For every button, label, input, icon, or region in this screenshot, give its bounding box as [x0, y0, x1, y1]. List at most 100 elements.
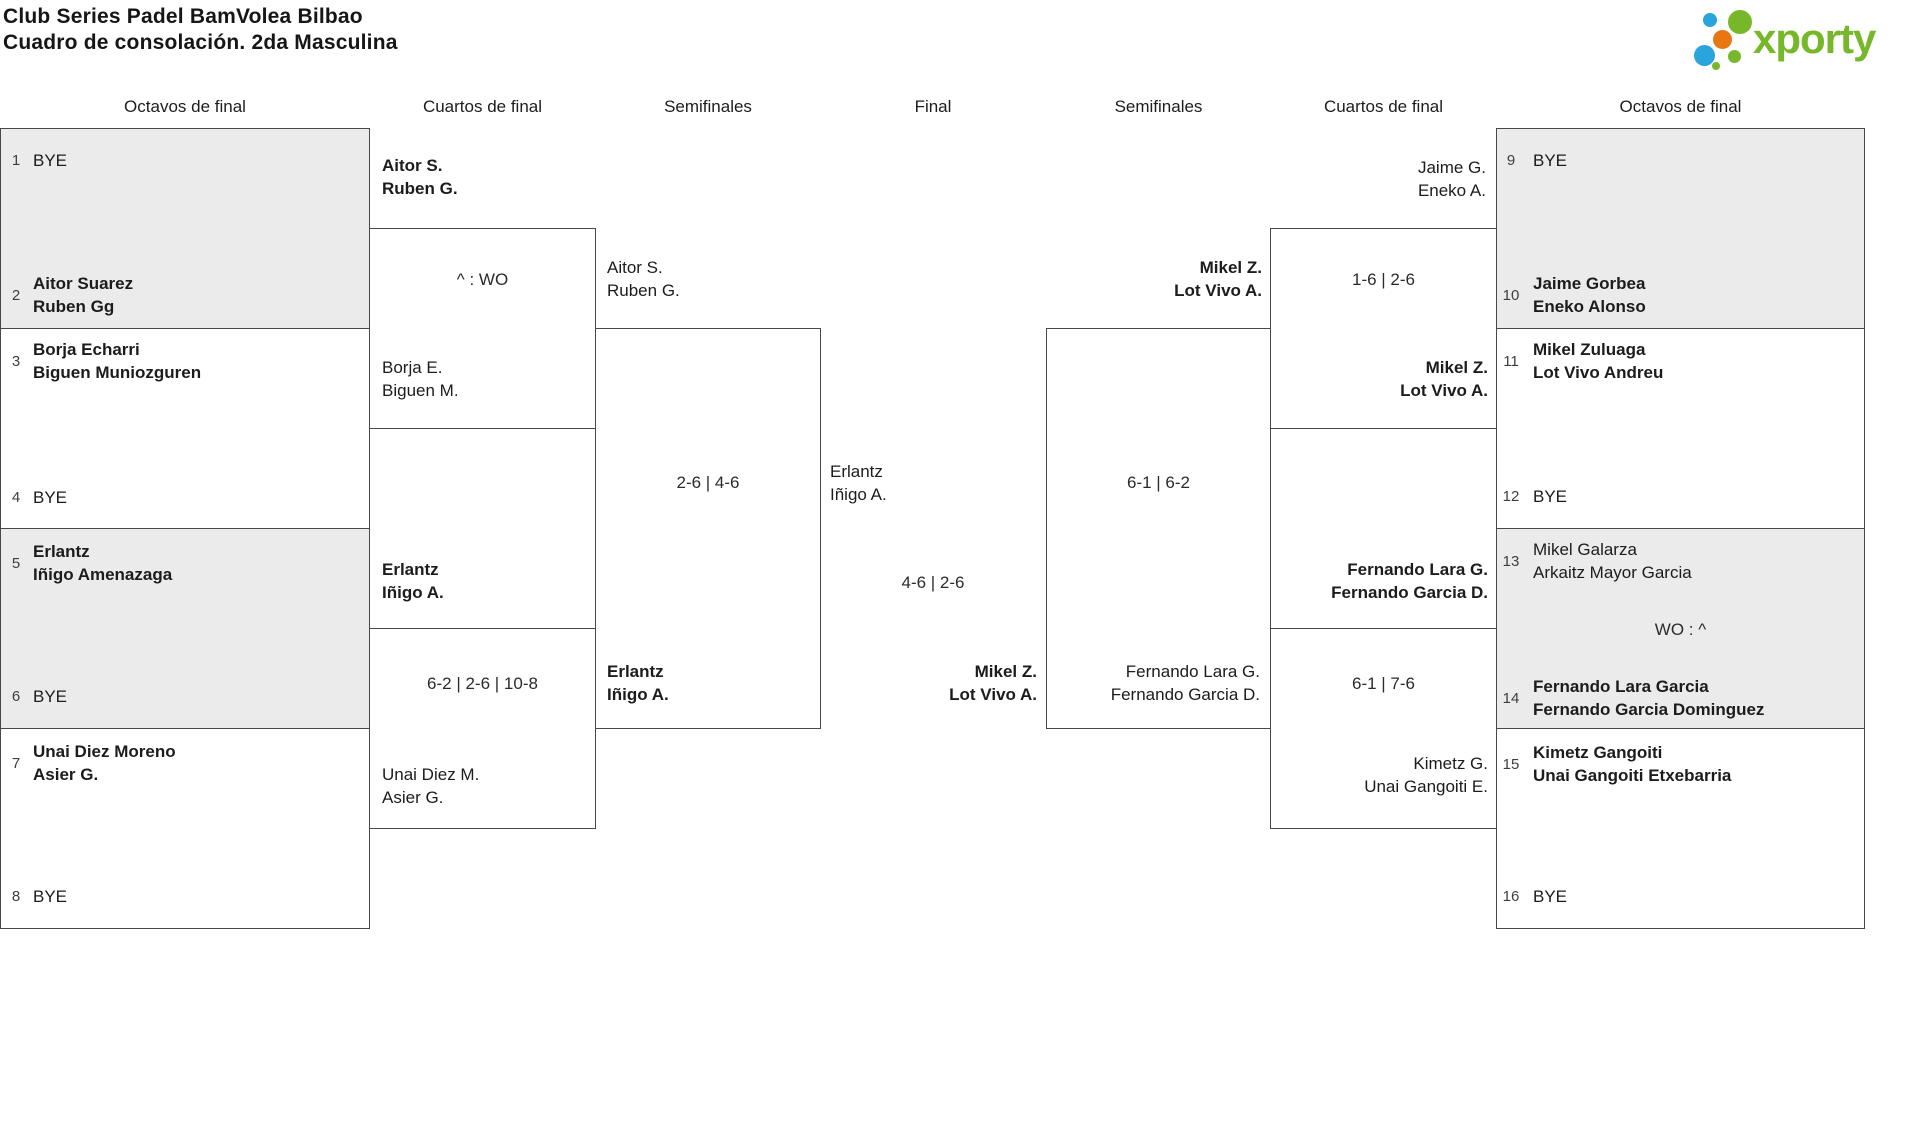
player-1: Erlantz	[382, 560, 439, 579]
player-1: Mikel Z.	[1199, 258, 1262, 277]
seed-number: 4	[11, 489, 21, 506]
semifinal-box-right	[1046, 328, 1271, 729]
octavos-box-9-10	[1496, 128, 1865, 329]
player-2: Iñigo A.	[382, 583, 444, 602]
round-header-right-cuartos: Cuartos de final	[1323, 97, 1444, 116]
participant-label-final-b: Mikel Z. Lot Vivo A.	[949, 660, 1037, 706]
octavos-box-5-6	[0, 528, 370, 729]
logo-dot-blue-large	[1694, 45, 1715, 66]
participant-label-qf-right-top-b: Mikel Z. Lot Vivo A.	[1400, 356, 1488, 402]
player-2: Arkaitz Mayor Garcia	[1533, 563, 1692, 582]
team-names: BYE	[1533, 885, 1567, 908]
seed-number: 2	[11, 286, 21, 304]
tournament-title: Club Series Padel BamVolea Bilbao	[3, 5, 363, 28]
player-2: Lot Vivo Andreu	[1533, 363, 1664, 382]
semifinal-box-left	[595, 328, 821, 729]
match-score-qf-left-bottom: 6-2 | 2-6 | 10-8	[427, 674, 538, 693]
player-2: Fernando Garcia D.	[1110, 685, 1260, 704]
seed-number: 12	[1502, 488, 1520, 505]
seed-number: 3	[11, 352, 21, 370]
player-1: Jaime G.	[1417, 158, 1486, 177]
seed-number: 5	[11, 554, 21, 572]
participant-label-qf-right-top-a: Jaime G. Eneko A.	[1418, 156, 1486, 202]
bracket-entry-7: 7 Unai Diez Moreno Asier G.	[4, 740, 176, 786]
seed-number: 15	[1502, 755, 1520, 773]
team-names: Aitor Suarez Ruben Gg	[33, 272, 133, 318]
player-2: Eneko Alonso	[1533, 297, 1646, 316]
participant-label-sf-left-b: Erlantz Iñigo A.	[607, 660, 669, 706]
page-title: Club Series Padel BamVolea Bilbao Cuadro…	[3, 4, 398, 56]
team-names: Unai Diez Moreno Asier G.	[33, 740, 176, 786]
bracket-entry-10: 10 Jaime Gorbea Eneko Alonso	[1498, 272, 1646, 318]
player-1: Kimetz Gangoiti	[1533, 743, 1663, 762]
player-1: Mikel Z.	[974, 662, 1037, 681]
match-score-qf-left-top: ^ : WO	[456, 270, 509, 289]
bracket-entry-11: 11 Mikel Zuluaga Lot Vivo Andreu	[1498, 338, 1663, 384]
participant-label-qf-left-top-a: Aitor S. Ruben G.	[382, 154, 458, 200]
player-1: Erlantz	[33, 542, 90, 561]
bracket-entry-16: 16 BYE	[1498, 885, 1567, 908]
match-score-qf-right-top: 1-6 | 2-6	[1351, 270, 1415, 289]
team-names: Jaime Gorbea Eneko Alonso	[1533, 272, 1646, 318]
match-score-sf-left: 2-6 | 4-6	[676, 473, 740, 492]
player-1: Kimetz G.	[1413, 754, 1488, 773]
team-names: BYE	[1533, 485, 1567, 508]
player-1: BYE	[33, 488, 68, 507]
participant-label-sf-left-a: Aitor S. Ruben G.	[607, 256, 680, 302]
player-2: Ruben G.	[382, 179, 458, 198]
player-2: Fernando Garcia D.	[1331, 583, 1488, 602]
player-2: Biguen Muniozguren	[33, 363, 202, 382]
participant-label-final-a: Erlantz Iñigo A.	[830, 460, 887, 506]
player-1: Jaime Gorbea	[1533, 274, 1646, 293]
player-1: Aitor Suarez	[33, 274, 134, 293]
bracket-entry-9: 9 BYE	[1498, 149, 1567, 172]
seed-number: 13	[1502, 552, 1520, 570]
bracket-entry-1: 1 BYE	[4, 149, 67, 172]
player-1: BYE	[33, 687, 68, 706]
player-2: Iñigo A.	[830, 485, 887, 504]
team-names: BYE	[33, 149, 67, 172]
player-1: Borja Echarri	[33, 340, 140, 359]
round-header-left-cuartos: Cuartos de final	[422, 97, 543, 116]
player-1: BYE	[1533, 151, 1568, 170]
octavos-box-13-14	[1496, 528, 1865, 729]
player-2: Asier G.	[33, 765, 99, 784]
player-2: Lot Vivo A.	[1174, 281, 1262, 300]
team-names: Fernando Lara Garcia Fernando Garcia Dom…	[1533, 675, 1764, 721]
quarterfinal-box-right-bottom	[1270, 628, 1497, 829]
player-2: Fernando Garcia Dominguez	[1533, 700, 1765, 719]
logo-wordmark: xporty	[1753, 15, 1876, 62]
player-1: Erlantz	[830, 462, 883, 481]
bracket-entry-13: 13 Mikel Galarza Arkaitz Mayor Garcia	[1498, 538, 1692, 584]
bracket-entry-5: 5 Erlantz Iñigo Amenazaga	[4, 540, 172, 586]
round-header-final: Final	[914, 97, 952, 116]
round-header-right-semis: Semifinales	[1114, 97, 1203, 116]
team-names: Kimetz Gangoiti Unai Gangoiti Etxebarria	[1533, 741, 1731, 787]
player-2: Asier G.	[382, 788, 444, 807]
player-1: Mikel Z.	[1425, 358, 1488, 377]
team-names: BYE	[1533, 149, 1567, 172]
bracket-entry-4: 4 BYE	[4, 486, 67, 509]
player-1: Borja E.	[382, 358, 443, 377]
participant-label-qf-left-top-b: Borja E. Biguen M.	[382, 356, 459, 402]
player-1: Mikel Galarza	[1533, 540, 1637, 559]
player-1: Fernando Lara G.	[1125, 662, 1260, 681]
bracket-entry-2: 2 Aitor Suarez Ruben Gg	[4, 272, 133, 318]
player-2: Lot Vivo A.	[949, 685, 1037, 704]
match-score-final: 4-6 | 2-6	[901, 573, 965, 592]
player-1: Aitor S.	[607, 258, 663, 277]
seed-number: 10	[1502, 286, 1520, 304]
participant-label-sf-right-b: Fernando Lara G. Fernando Garcia D.	[1111, 660, 1260, 706]
seed-number: 14	[1502, 689, 1520, 707]
logo-dot-blue-small	[1703, 13, 1717, 27]
seed-number: 11	[1503, 352, 1519, 370]
round-header-left-semis: Semifinales	[664, 97, 752, 116]
player-1: BYE	[33, 887, 68, 906]
match-score-octavos-13-14: WO : ^	[1654, 620, 1707, 639]
seed-number: 6	[11, 688, 21, 705]
match-score-qf-right-bottom: 6-1 | 7-6	[1351, 674, 1415, 693]
octavos-box-7-8	[0, 728, 370, 929]
team-names: BYE	[33, 685, 67, 708]
bracket-entry-14: 14 Fernando Lara Garcia Fernando Garcia …	[1498, 675, 1765, 721]
